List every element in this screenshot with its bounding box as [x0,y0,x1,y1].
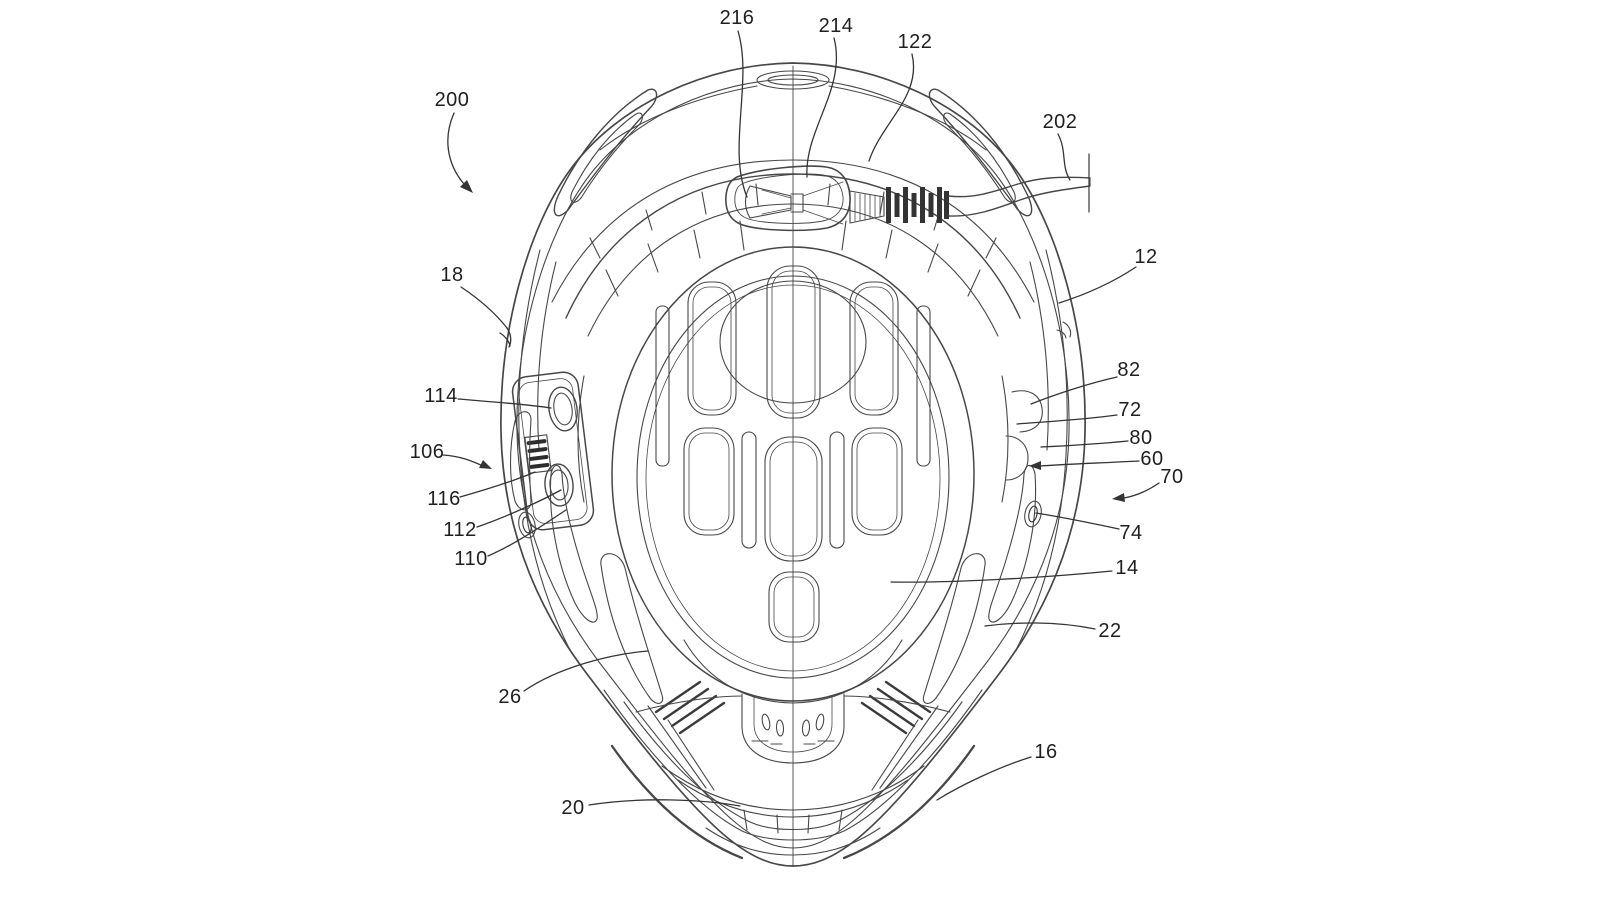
leader-lines [442,30,1160,807]
ref-label-110: 110 [454,548,488,570]
leader-122 [868,53,915,162]
ref-label-74: 74 [1119,522,1143,544]
shell-panel-lines [518,249,1072,651]
leader-82 [1030,376,1118,405]
ref-label-202: 202 [1042,111,1078,133]
side-channel-right [922,390,1043,704]
ref-label-16: 16 [1034,741,1058,763]
ref-label-82: 82 [1117,359,1141,381]
side-channel-left [549,464,664,704]
ref-label-122: 122 [897,31,933,53]
ref-label-20: 20 [561,797,585,819]
leader-112 [476,489,562,528]
liner-ring [611,246,975,704]
leader-70 [1112,482,1160,502]
crown-vent [599,70,987,151]
control-module [509,371,595,531]
leader-200 [447,112,473,193]
leader-60 [1029,460,1140,470]
ref-label-72: 72 [1118,399,1142,421]
ref-label-60: 60 [1140,448,1164,470]
ref-label-70: 70 [1160,466,1184,488]
chin-bar [603,680,983,860]
leader-110 [487,509,567,557]
leader-80 [1040,440,1129,448]
leader-22 [984,622,1096,630]
leader-116 [459,471,536,498]
leader-16 [936,756,1032,801]
leader-14 [890,570,1113,583]
ref-label-114: 114 [424,385,458,407]
ref-label-112: 112 [443,519,477,541]
ref-label-80: 80 [1129,427,1153,449]
leader-106 [442,454,492,469]
ref-label-22: 22 [1098,620,1122,642]
side-grommet-right [1024,500,1042,528]
strain-relief [886,187,949,223]
module-pod [509,411,532,511]
leader-72 [1016,414,1118,425]
leader-74 [1035,512,1120,530]
leader-18 [460,286,512,348]
audio-cable [948,153,1091,217]
ref-label-214: 214 [818,15,854,37]
leader-114 [457,398,552,409]
module-grille [524,434,552,474]
leader-216 [737,30,748,198]
ref-label-216: 216 [719,7,755,29]
module-button-lower [544,463,574,507]
leader-20 [588,799,741,807]
cable-connector [725,165,949,232]
ref-label-116: 116 [427,488,461,510]
ref-label-14: 14 [1115,557,1139,579]
ref-label-200: 200 [434,89,470,111]
leader-202 [1057,133,1071,181]
liner-lattice [655,265,931,643]
ref-label-26: 26 [498,686,522,708]
ref-label-18: 18 [440,264,464,286]
module-button-upper [548,386,578,432]
leader-26 [523,650,649,692]
ref-label-12: 12 [1134,246,1158,268]
vent-leaf-right [928,88,1033,217]
ref-label-106: 106 [409,441,445,463]
leader-12 [1058,266,1137,304]
vent-leaf-left [553,88,658,217]
leader-214 [806,37,838,178]
